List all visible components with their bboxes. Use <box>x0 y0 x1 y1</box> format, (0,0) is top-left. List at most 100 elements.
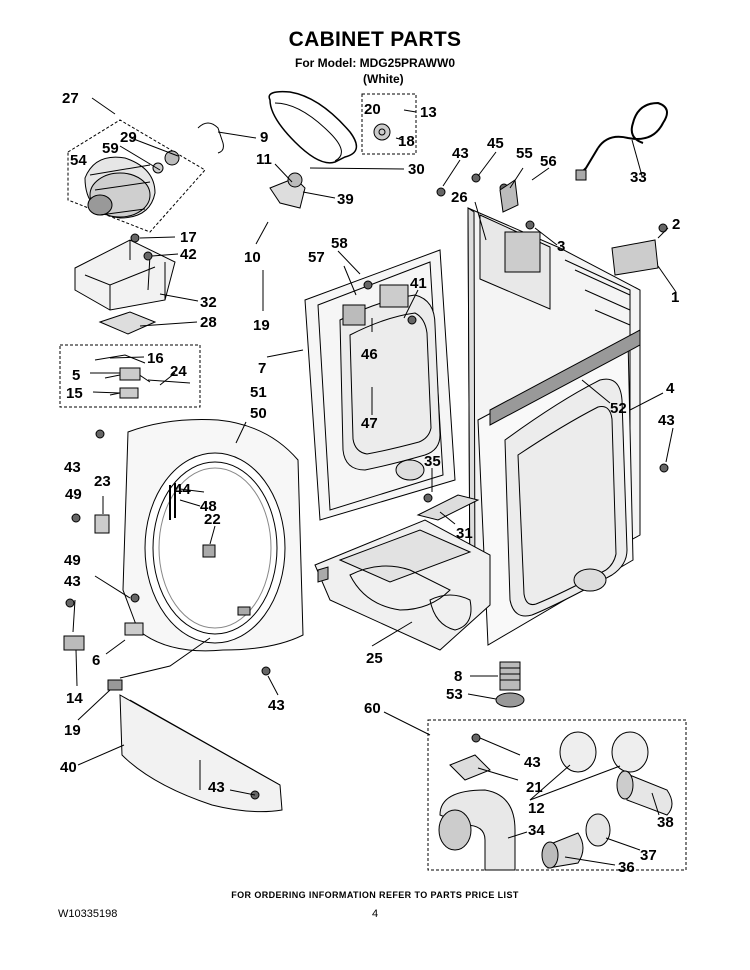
callout-39: 39 <box>337 191 354 208</box>
callout-43-kit: 43 <box>524 754 541 771</box>
screw-icons <box>65 173 669 800</box>
callout-43-top: 43 <box>452 145 469 162</box>
callout-43-toekick: 43 <box>208 779 225 796</box>
callout-4: 4 <box>666 380 675 397</box>
callout-41: 41 <box>410 275 427 292</box>
callout-labels: 27 29 59 54 9 20 13 18 11 30 39 43 45 55… <box>60 90 680 876</box>
callout-29: 29 <box>120 129 137 146</box>
callout-20: 20 <box>364 101 381 118</box>
callout-10: 10 <box>244 249 261 266</box>
part-31-bracket <box>416 494 480 521</box>
callout-23: 23 <box>94 473 111 490</box>
callout-1: 1 <box>671 289 679 306</box>
part-1-cover <box>611 239 659 276</box>
callout-56: 56 <box>540 153 557 170</box>
part-40-toe-kick <box>119 694 283 813</box>
exhaust-kit-box <box>427 719 687 871</box>
callout-54: 54 <box>70 152 87 169</box>
leader-lines <box>72 97 677 866</box>
callout-57: 57 <box>308 249 325 266</box>
part-25-base <box>314 519 491 651</box>
callout-60: 60 <box>364 700 381 717</box>
model-line: For Model: MDG25PRAWW0 <box>294 56 455 70</box>
callout-50: 50 <box>250 405 267 422</box>
color-line: (White) <box>363 72 404 86</box>
part-37-duct <box>585 813 611 847</box>
part-4-side-panel <box>477 329 641 646</box>
callout-18: 18 <box>398 133 415 150</box>
callout-48: 48 <box>200 498 217 515</box>
callout-44: 44 <box>174 481 191 498</box>
part-36-clamp-duct <box>541 832 584 869</box>
callout-8: 8 <box>454 668 462 685</box>
callout-43-lower-left: 43 <box>64 573 81 590</box>
callout-21: 21 <box>526 779 543 796</box>
callout-15: 15 <box>66 385 83 402</box>
callout-37: 37 <box>640 847 657 864</box>
callout-16: 16 <box>147 350 164 367</box>
part-30-belt <box>268 90 358 164</box>
callout-47: 47 <box>361 415 378 432</box>
callout-46: 46 <box>361 346 378 363</box>
callout-43-bottom: 43 <box>268 697 285 714</box>
callout-51: 51 <box>250 384 267 401</box>
part-34-elbow <box>438 789 516 871</box>
callout-55: 55 <box>516 145 533 162</box>
part-7-rear-panel <box>304 249 456 521</box>
callout-26: 26 <box>451 189 468 206</box>
part-50-front-panel <box>122 419 304 652</box>
callout-49-upper: 49 <box>65 486 82 503</box>
callout-40: 40 <box>60 759 77 776</box>
callout-53: 53 <box>446 686 463 703</box>
callout-35: 35 <box>424 453 441 470</box>
callout-25: 25 <box>366 650 383 667</box>
callout-43-right: 43 <box>658 412 675 429</box>
callout-38: 38 <box>657 814 674 831</box>
callout-30: 30 <box>408 161 425 178</box>
callout-3: 3 <box>557 238 565 255</box>
callout-13: 13 <box>420 104 437 121</box>
callout-52: 52 <box>610 400 627 417</box>
part-14-clamp <box>63 635 85 651</box>
callout-17: 17 <box>180 229 197 246</box>
callout-36: 36 <box>618 859 635 876</box>
part-39-idler-bracket <box>269 172 306 209</box>
part-38-duct <box>616 770 673 816</box>
part-8-leg <box>499 661 521 691</box>
callout-42: 42 <box>180 246 197 263</box>
callout-2: 2 <box>672 216 680 233</box>
callout-24: 24 <box>170 363 187 380</box>
callout-19-bottom: 19 <box>64 722 81 739</box>
callout-27: 27 <box>62 90 79 107</box>
ordering-note: FOR ORDERING INFORMATION REFER TO PARTS … <box>231 890 519 900</box>
callout-28: 28 <box>200 314 217 331</box>
callout-45: 45 <box>487 135 504 152</box>
part-53-foot <box>495 692 525 708</box>
callout-12: 12 <box>528 800 545 817</box>
part-9-clip <box>197 122 224 154</box>
callout-34: 34 <box>528 822 545 839</box>
callout-7: 7 <box>258 360 266 377</box>
callout-5: 5 <box>72 367 80 384</box>
callout-31: 31 <box>456 525 473 542</box>
callout-14: 14 <box>66 690 83 707</box>
part-21-plate <box>449 754 491 781</box>
pulley-kit-box <box>361 93 417 155</box>
page-title: CABINET PARTS <box>288 28 462 51</box>
part-12-caps <box>559 731 649 773</box>
callout-49-lower: 49 <box>64 552 81 569</box>
part-32-bracket <box>74 239 176 311</box>
part-55-bracket <box>499 179 519 213</box>
part-33-power-cord <box>575 101 668 181</box>
page-number: 4 <box>372 908 379 920</box>
callout-58: 58 <box>331 235 348 252</box>
callout-32: 32 <box>200 294 217 311</box>
callout-33: 33 <box>630 169 647 186</box>
switch-kit-box <box>59 344 201 408</box>
part-28-shield <box>98 311 157 335</box>
callout-6: 6 <box>92 652 100 669</box>
callout-11: 11 <box>256 151 272 168</box>
callout-22: 22 <box>204 511 221 528</box>
document-number: W10335198 <box>58 908 118 920</box>
